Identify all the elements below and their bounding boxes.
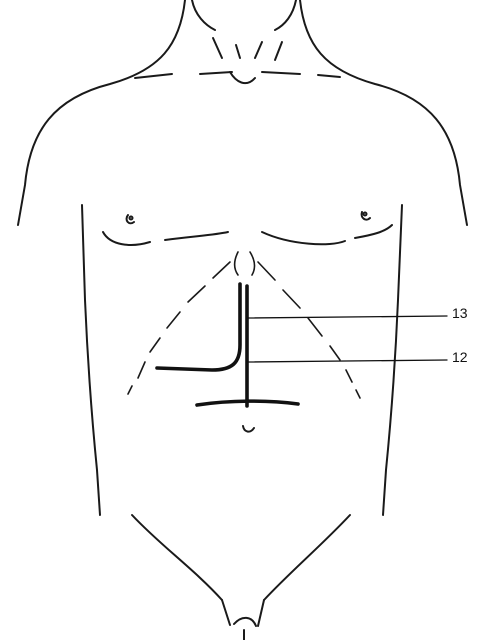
leader-line-13 bbox=[248, 316, 447, 318]
leader-line-12 bbox=[248, 360, 447, 362]
clavicle-line bbox=[135, 72, 340, 78]
shoulder-outline bbox=[18, 0, 467, 225]
pectoral-lines bbox=[103, 225, 392, 245]
callout-label-12: 12 bbox=[452, 350, 468, 364]
costal-margin bbox=[128, 252, 360, 398]
incision-lines bbox=[157, 284, 298, 406]
callout-label-13: 13 bbox=[452, 306, 468, 320]
leader-lines bbox=[248, 316, 447, 362]
nipple-marks bbox=[127, 212, 370, 223]
torso-sides bbox=[82, 205, 402, 515]
inguinal-lines bbox=[132, 515, 350, 640]
umbilicus bbox=[243, 426, 254, 432]
neck-outline bbox=[192, 0, 296, 83]
incision-j-shaped bbox=[157, 284, 240, 370]
